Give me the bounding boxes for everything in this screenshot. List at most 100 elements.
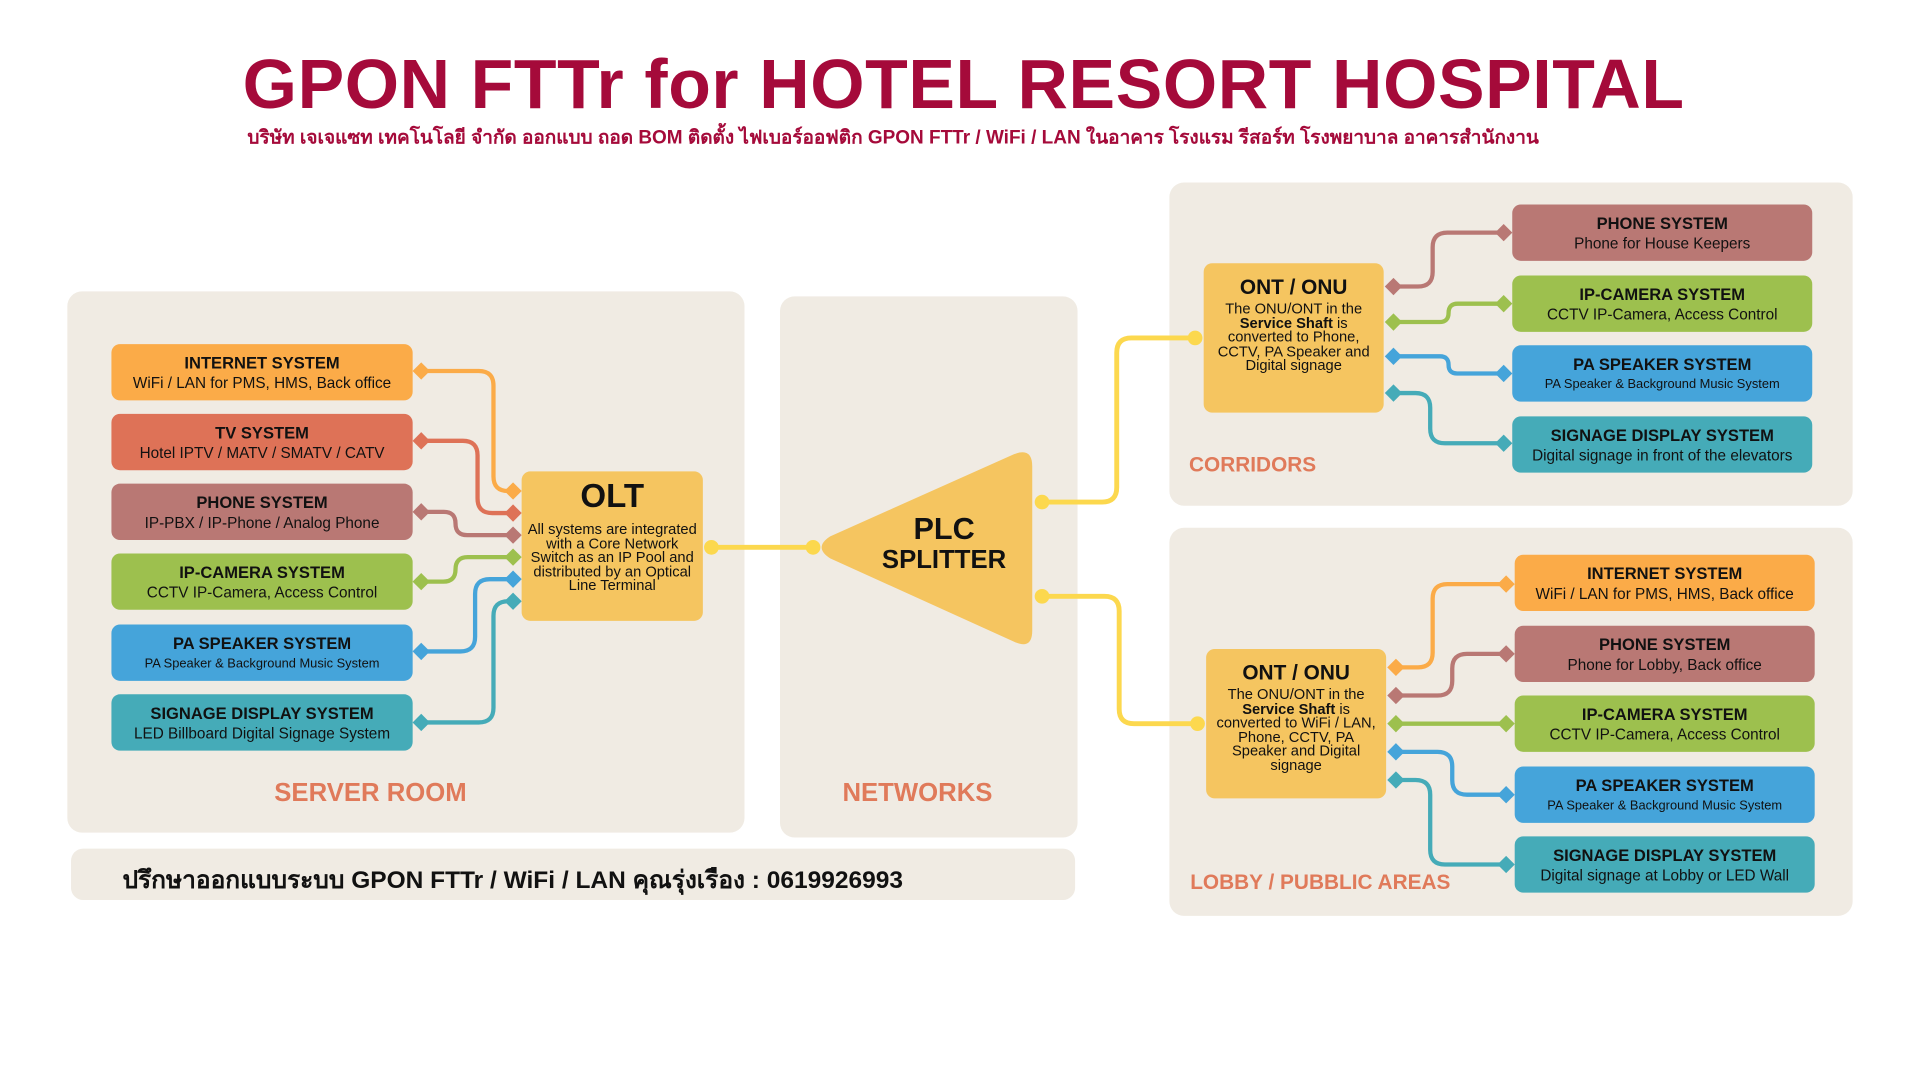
connector-diamond-icon bbox=[1497, 786, 1515, 804]
system-title: SIGNAGE DISPLAY SYSTEM bbox=[1553, 845, 1777, 864]
system-title: IP-CAMERA SYSTEM bbox=[179, 562, 345, 582]
system-description: CCTV IP-Camera, Access Control bbox=[146, 583, 378, 601]
lobby-label: LOBBY / PUBBLIC AREAS bbox=[1190, 870, 1451, 894]
contact-text: ปรึกษาออกแบบระบบ GPON FTTr / WiFi / LAN … bbox=[122, 866, 903, 894]
splitter-line-2: SPLITTER bbox=[881, 546, 1007, 575]
connector-line bbox=[421, 599, 514, 725]
system-box-pa: PA SPEAKER SYSTEM PA Speaker & Background… bbox=[111, 624, 413, 681]
olt-box: OLT All systems are integrated with a Co… bbox=[521, 471, 703, 621]
connector-line bbox=[1393, 230, 1504, 289]
connector-line bbox=[1395, 749, 1507, 797]
corridors-label: CORRIDORS bbox=[1188, 453, 1317, 477]
system-box-signage: SIGNAGE DISPLAY SYSTEM Digital signage in… bbox=[1512, 416, 1813, 473]
lobby-ont-box: ONT / ONU The ONU/ONT in the Service Sha… bbox=[1206, 648, 1387, 799]
system-box-internet: INTERNET SYSTEM WiFi / LAN for PMS, HMS, … bbox=[111, 344, 413, 401]
olt-description: All systems are integrated with a Core N… bbox=[527, 520, 697, 594]
connector-diamond-icon bbox=[412, 642, 430, 661]
system-description: CCTV IP-Camera, Access Control bbox=[1546, 305, 1778, 323]
system-title: IP-CAMERA SYSTEM bbox=[1581, 704, 1748, 724]
connector-line bbox=[421, 509, 514, 538]
server-room-label: SERVER ROOM bbox=[274, 778, 467, 807]
system-title: SIGNAGE DISPLAY SYSTEM bbox=[1550, 425, 1774, 444]
connector-diamond-icon bbox=[1384, 313, 1403, 331]
system-box-signage: SIGNAGE DISPLAY SYSTEM Digital signage at… bbox=[1514, 836, 1815, 893]
plc-splitter-label: PLC SPLITTER bbox=[877, 514, 1012, 575]
connector-diamond-icon bbox=[412, 362, 430, 380]
page-title: GPON FTTr for HOTEL RESORT HOSPITAL bbox=[242, 45, 1685, 124]
system-title: PHONE SYSTEM bbox=[1599, 634, 1731, 654]
connector-diamond-icon bbox=[1497, 645, 1515, 663]
connector-diamond-icon bbox=[1497, 715, 1515, 733]
ont-title: ONT / ONU bbox=[1239, 275, 1348, 299]
connector-line bbox=[421, 555, 514, 584]
connector-diamond-icon bbox=[412, 503, 430, 521]
system-description: Hotel IPTV / MATV / SMATV / CATV bbox=[139, 443, 385, 462]
system-title: PHONE SYSTEM bbox=[1596, 213, 1728, 233]
connector-dot-icon bbox=[1190, 716, 1205, 732]
connector-diamond-icon bbox=[504, 482, 522, 500]
connector-dot-icon bbox=[1034, 588, 1050, 604]
contact-bar: ปรึกษาออกแบบระบบ GPON FTTr / WiFi / LAN … bbox=[71, 848, 1076, 901]
connector-diamond-icon bbox=[412, 713, 430, 732]
connector-diamond-icon bbox=[504, 526, 522, 544]
connector-line bbox=[1395, 777, 1507, 867]
system-title: PHONE SYSTEM bbox=[196, 492, 328, 512]
connector-diamond-icon bbox=[1497, 575, 1515, 593]
connector-line bbox=[1395, 651, 1507, 698]
connector-dot-icon bbox=[1034, 494, 1050, 510]
system-description: Phone for House Keepers bbox=[1574, 234, 1751, 252]
system-title: INTERNET SYSTEM bbox=[184, 353, 340, 372]
connector-diamond-icon bbox=[1495, 223, 1513, 242]
system-description: IP-PBX / IP-Phone / Analog Phone bbox=[144, 513, 380, 531]
system-description: WiFi / LAN for PMS, HMS, Back office bbox=[132, 374, 392, 392]
connector-diamond-icon bbox=[1495, 295, 1513, 313]
connector-diamond-icon bbox=[1384, 347, 1403, 365]
connector-diamond-icon bbox=[504, 548, 522, 566]
system-title: PA SPEAKER SYSTEM bbox=[172, 633, 352, 653]
system-description: LED Billboard Digital Signage System bbox=[133, 724, 391, 742]
connector-line bbox=[421, 577, 514, 654]
connector-diamond-icon bbox=[504, 592, 522, 610]
plc-splitter-triangle bbox=[821, 452, 1033, 645]
connector-line bbox=[1042, 335, 1196, 505]
ont-description: The ONU/ONT in the Service Shaft is conv… bbox=[1217, 300, 1370, 374]
corridors-ont-box: ONT / ONU The ONU/ONT in the Service Sha… bbox=[1203, 263, 1384, 413]
connector-line bbox=[1395, 581, 1507, 670]
connector-dot-icon bbox=[805, 540, 821, 555]
system-title: PA SPEAKER SYSTEM bbox=[1575, 775, 1754, 795]
system-description: Digital signage at Lobby or LED Wall bbox=[1540, 866, 1790, 884]
connector-diamond-icon bbox=[1495, 434, 1513, 452]
system-description: PA Speaker & Background Music System bbox=[1547, 797, 1783, 813]
system-description: Digital signage in front of the elevator… bbox=[1532, 446, 1793, 464]
connector-line bbox=[421, 438, 514, 516]
connector-line bbox=[1393, 354, 1504, 376]
system-title: IP-CAMERA SYSTEM bbox=[1579, 284, 1746, 304]
connector-line bbox=[1393, 390, 1504, 446]
connector-diamond-icon bbox=[1387, 658, 1405, 677]
networks-label: NETWORKS bbox=[842, 778, 993, 807]
system-title: INTERNET SYSTEM bbox=[1587, 563, 1743, 583]
system-title: PA SPEAKER SYSTEM bbox=[1573, 354, 1752, 373]
connector-dot-icon bbox=[1187, 330, 1203, 346]
page-subtitle: บริษัท เจเจแซท เทคโนโลยี จำกัด ออกแบบ ถอ… bbox=[247, 127, 1539, 149]
connector-diamond-icon bbox=[1384, 384, 1403, 402]
connector-diamond-icon bbox=[1387, 743, 1405, 761]
system-description: PA Speaker & Background Music System bbox=[144, 655, 380, 671]
connector-line bbox=[1393, 301, 1504, 325]
olt-title: OLT bbox=[580, 477, 645, 515]
connector-diamond-icon bbox=[1387, 715, 1405, 733]
connector-line bbox=[421, 368, 514, 494]
connector-diamond-icon bbox=[412, 432, 430, 450]
connector-line bbox=[1042, 593, 1198, 727]
system-title: TV SYSTEM bbox=[215, 423, 309, 442]
ont-title: ONT / ONU bbox=[1242, 661, 1350, 685]
connector-diamond-icon bbox=[1495, 364, 1513, 383]
